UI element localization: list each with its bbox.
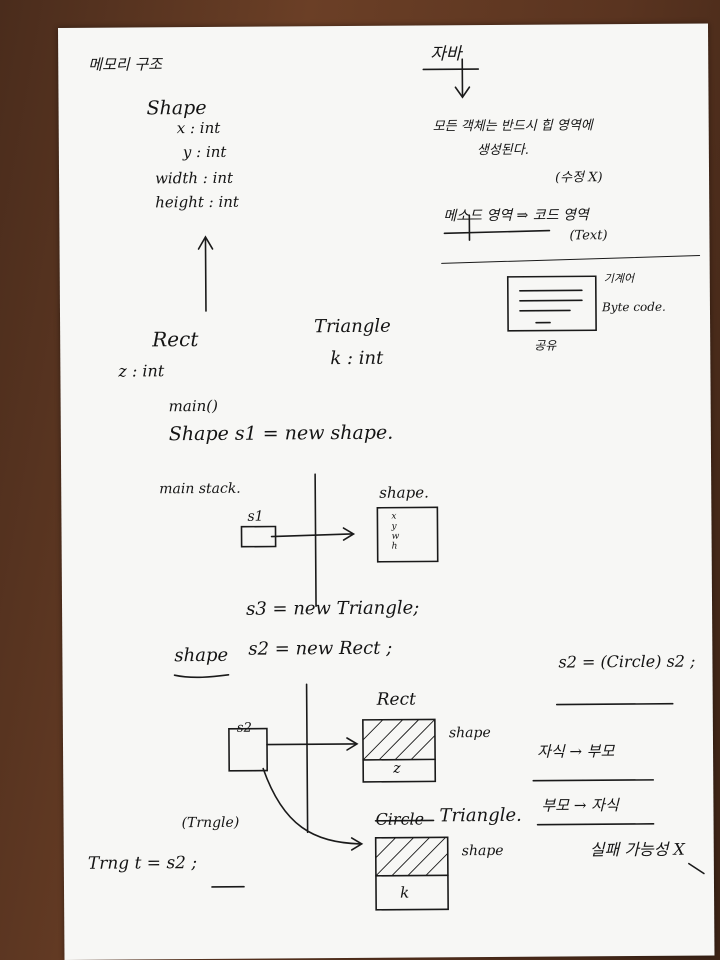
cast-example: s2 = (Circle) s2 ; bbox=[558, 651, 696, 672]
stack-divider-1 bbox=[314, 473, 317, 608]
shape-box-field-y: y bbox=[391, 521, 397, 532]
java-title: 자바 bbox=[430, 44, 462, 65]
method-area-underline bbox=[443, 229, 551, 235]
s2-label: s2 bbox=[236, 720, 252, 736]
main-call: main() bbox=[168, 396, 219, 416]
rect-field-z: z : int bbox=[118, 361, 165, 381]
shape-box-label: shape. bbox=[379, 483, 429, 502]
shape-box-field-w: w bbox=[391, 531, 400, 542]
stmt-s2-type: shape bbox=[174, 644, 229, 667]
java-note-2: 생성된다. bbox=[476, 142, 529, 159]
shape-type-underline bbox=[173, 674, 230, 679]
parent-to-child: 부모 → 자식 bbox=[541, 796, 619, 815]
modify-note: (수정 X) bbox=[555, 170, 603, 186]
triangle-shape-hatch bbox=[375, 836, 449, 877]
cast-example-underline bbox=[555, 702, 674, 706]
rect-object-box bbox=[362, 718, 437, 783]
shape-class-name: Shape bbox=[146, 96, 207, 120]
stack-label: main stack. bbox=[159, 480, 241, 498]
s1-box bbox=[240, 525, 277, 548]
code-area-box bbox=[506, 275, 597, 332]
triangle-box-label: Triangle. bbox=[439, 804, 522, 827]
shape-field-x: x : int bbox=[176, 118, 221, 138]
s1-pointer bbox=[270, 533, 353, 538]
shape-field-y: y : int bbox=[182, 142, 227, 162]
s2-pointer-head bbox=[346, 737, 359, 751]
stmt-cast: Trng t = s2 ; bbox=[87, 853, 198, 874]
triangle-divider bbox=[375, 874, 449, 877]
fail-possibility: 실패 가능성 X bbox=[589, 839, 685, 860]
triangle-field-k: k : int bbox=[330, 347, 384, 370]
triangle-object-box bbox=[374, 836, 449, 911]
fail-x-mark bbox=[688, 862, 705, 875]
shared-label: 공유 bbox=[534, 338, 557, 353]
java-arrow-head bbox=[454, 86, 471, 99]
machine-code-label: 기계어 bbox=[603, 271, 635, 286]
triangle-class-name: Triangle bbox=[314, 315, 391, 338]
circle-struck-label: Circle bbox=[375, 809, 425, 829]
notes-title: 메모리 구조 bbox=[88, 55, 163, 74]
stack-divider-2 bbox=[305, 683, 309, 834]
bytecode-label: Byte code. bbox=[601, 299, 666, 315]
divider-line bbox=[441, 255, 701, 264]
shape-field-height: height : int bbox=[155, 192, 239, 212]
rect-divider bbox=[362, 758, 436, 761]
text-label: (Text) bbox=[569, 228, 608, 244]
rect-class-name: Rect bbox=[152, 327, 199, 352]
java-note-1: 모든 객체는 반드시 힙 영역에 bbox=[432, 118, 593, 135]
inheritance-arrow-head bbox=[197, 235, 214, 250]
stmt-s3: s3 = new Triangle; bbox=[245, 597, 420, 620]
shape-box-field-h: h bbox=[391, 541, 398, 552]
s2-curve-head bbox=[350, 837, 364, 851]
s1-pointer-head bbox=[342, 527, 356, 541]
inheritance-arrow-line bbox=[204, 238, 207, 312]
shape-object-box bbox=[376, 506, 439, 563]
child-parent-underline bbox=[532, 779, 655, 782]
s2-box bbox=[228, 727, 268, 772]
s1-label: s1 bbox=[247, 508, 264, 525]
stmt-s1: Shape s1 = new shape. bbox=[168, 421, 394, 446]
parent-child-underline bbox=[536, 823, 655, 826]
notebook-paper: 메모리 구조 Shape x : int y : int width : int… bbox=[58, 23, 715, 960]
shape-box-fields: x y w h bbox=[391, 512, 399, 552]
child-to-parent: 자식 → 부모 bbox=[537, 742, 615, 761]
rect-box-label: Rect bbox=[376, 689, 416, 710]
shape-box-field-x: x bbox=[391, 511, 397, 522]
stmt-s2: s2 = new Rect ; bbox=[248, 637, 393, 660]
shape-field-width: width : int bbox=[154, 168, 234, 188]
s2-pointer bbox=[266, 743, 356, 746]
method-area-note: 메소드 영역 ⇒ 코드 영역 bbox=[443, 207, 589, 225]
rect-box-field-z: z bbox=[393, 760, 401, 777]
sketch-lines bbox=[173, 58, 705, 911]
s2-curve-pointer bbox=[262, 767, 361, 845]
cast-type: (Trngle) bbox=[181, 814, 240, 832]
triangle-shape-tag: shape bbox=[461, 842, 504, 860]
triangle-box-field-k: k bbox=[399, 883, 410, 902]
rect-shape-tag: shape bbox=[448, 724, 491, 742]
rect-shape-hatch bbox=[362, 718, 436, 761]
